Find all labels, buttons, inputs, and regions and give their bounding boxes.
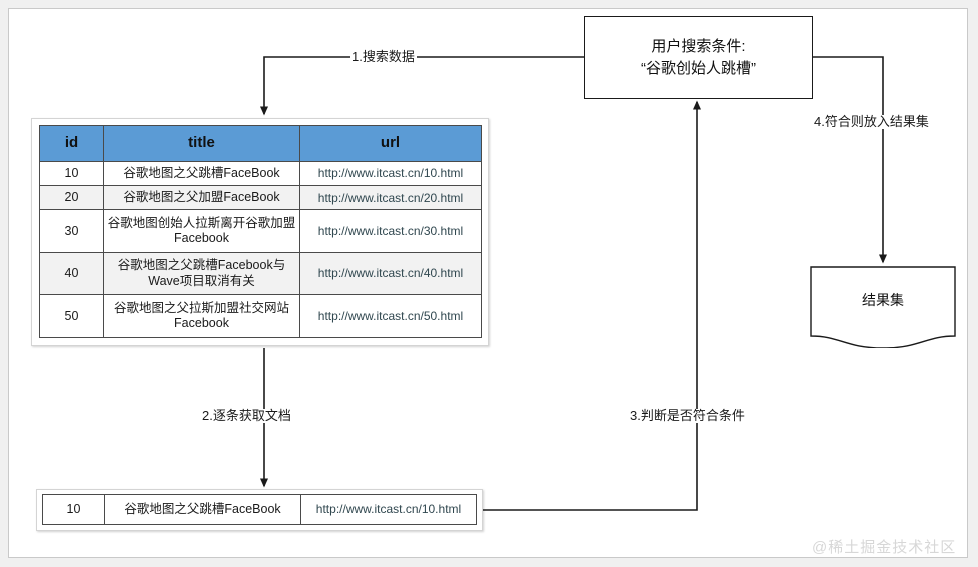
cell-id: 10 <box>42 494 105 525</box>
table-row: 30 谷歌地图创始人拉斯离开谷歌加盟Facebook http://www.it… <box>39 209 482 253</box>
column-header-url: url <box>299 125 482 162</box>
cell-url: http://www.itcast.cn/10.html <box>299 160 482 187</box>
document-shape-icon <box>810 266 956 348</box>
cell-url: http://www.itcast.cn/20.html <box>299 185 482 211</box>
cell-url: http://www.itcast.cn/50.html <box>299 294 482 338</box>
cell-id: 20 <box>39 185 104 211</box>
table-row: 50 谷歌地图之父拉斯加盟社交网站Facebook http://www.itc… <box>39 294 482 338</box>
cell-id: 50 <box>39 294 104 338</box>
cell-title: 谷歌地图之父加盟FaceBook <box>103 185 300 211</box>
cell-title: 谷歌地图之父跳槽FaceBook <box>103 160 300 187</box>
bottom-table-grid: 10 谷歌地图之父跳槽FaceBook http://www.itcast.cn… <box>42 494 477 525</box>
table-row: 10 谷歌地图之父跳槽FaceBook http://www.itcast.cn… <box>39 160 482 187</box>
cell-url: http://www.itcast.cn/40.html <box>299 251 482 296</box>
cell-title: 谷歌地图之父跳槽Facebook与Wave项目取消有关 <box>103 251 300 296</box>
column-header-title: title <box>103 125 300 162</box>
search-condition-line2: “谷歌创始人跳槽” <box>641 59 756 77</box>
cell-title: 谷歌地图之父跳槽FaceBook <box>104 494 301 525</box>
table-row: 20 谷歌地图之父加盟FaceBook http://www.itcast.cn… <box>39 185 482 211</box>
current-document-table: 10 谷歌地图之父跳槽FaceBook http://www.itcast.cn… <box>36 489 483 531</box>
result-set-box: 结果集 <box>810 266 956 348</box>
cell-title: 谷歌地图创始人拉斯离开谷歌加盟Facebook <box>103 209 300 253</box>
edge-label-fetch-doc: 2.逐条获取文档 <box>200 408 293 424</box>
cell-id: 10 <box>39 160 104 187</box>
cell-url: http://www.itcast.cn/30.html <box>299 209 482 253</box>
table-header-row: id title url <box>39 125 482 162</box>
column-header-id: id <box>39 125 104 162</box>
edge-label-search-data: 1.搜索数据 <box>350 49 417 65</box>
cell-title: 谷歌地图之父拉斯加盟社交网站Facebook <box>103 294 300 338</box>
watermark: @稀土掘金技术社区 <box>812 539 957 556</box>
search-condition-line1: 用户搜索条件: <box>651 37 746 55</box>
index-documents-table: id title url 10 谷歌地图之父跳槽FaceBook http://… <box>31 118 489 346</box>
search-condition-box: 用户搜索条件: “谷歌创始人跳槽” <box>584 16 813 99</box>
cell-id: 30 <box>39 209 104 253</box>
edge-label-put-result: 4.符合则放入结果集 <box>812 114 931 130</box>
edge-label-judge-condition: 3.判断是否符合条件 <box>628 408 747 424</box>
cell-id: 40 <box>39 251 104 296</box>
cell-url: http://www.itcast.cn/10.html <box>300 494 477 525</box>
table-row: 10 谷歌地图之父跳槽FaceBook http://www.itcast.cn… <box>42 494 477 525</box>
result-set-label: 结果集 <box>862 292 904 308</box>
table-row: 40 谷歌地图之父跳槽Facebook与Wave项目取消有关 http://ww… <box>39 251 482 296</box>
main-table-grid: id title url 10 谷歌地图之父跳槽FaceBook http://… <box>39 125 482 338</box>
